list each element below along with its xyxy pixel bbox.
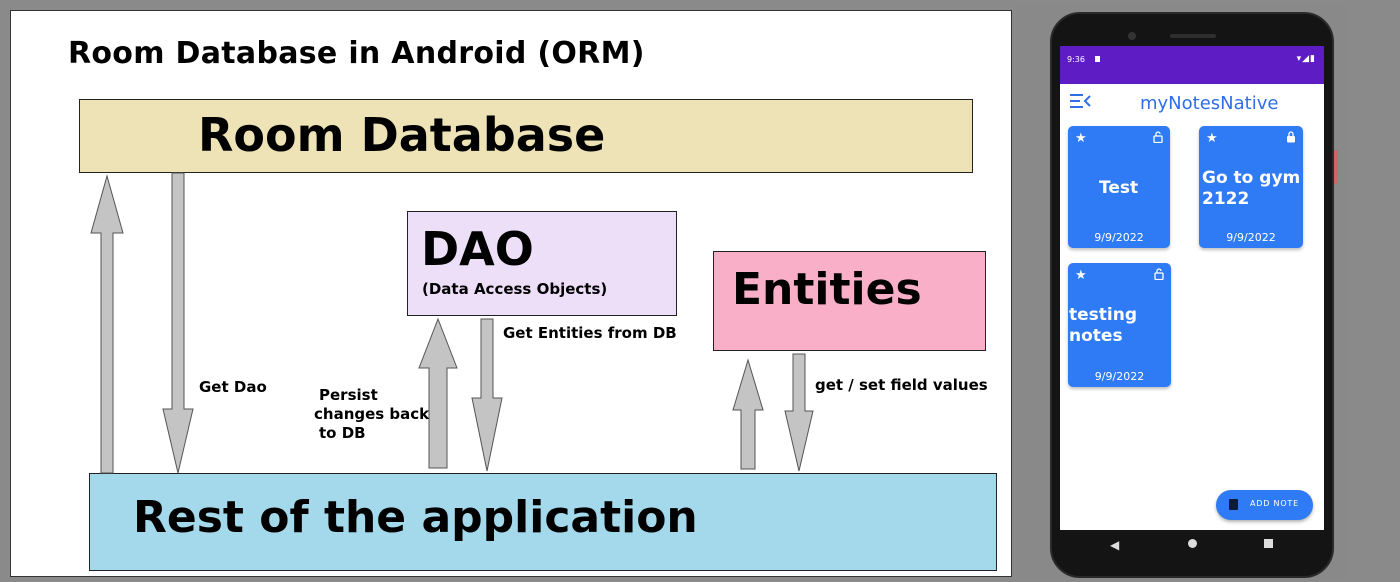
persist-label-line2: changes back <box>314 405 430 423</box>
star-icon[interactable]: ★ <box>1075 268 1087 283</box>
status-bar: 9:36 ▾◢▮ <box>1060 46 1324 84</box>
app-title: myNotesNative <box>1140 93 1279 114</box>
lock-icon[interactable] <box>1286 131 1296 143</box>
arrow-get-dao <box>162 172 194 474</box>
note-add-icon <box>1229 499 1238 510</box>
power-button[interactable] <box>1334 150 1338 184</box>
camera-icon <box>1128 32 1136 40</box>
lock-open-icon[interactable] <box>1154 268 1164 280</box>
dao-title: DAO <box>421 222 534 276</box>
arrow-persist <box>418 317 458 469</box>
note-date: 9/9/2022 <box>1094 370 1145 383</box>
get-entities-label: Get Entities from DB <box>503 324 677 342</box>
dao-box: DAO (Data Access Objects) <box>407 211 677 316</box>
rest-of-application-box: Rest of the application <box>89 473 997 571</box>
get-dao-label: Get Dao <box>199 378 267 396</box>
android-nav-bar: ◀ <box>1060 530 1324 560</box>
add-note-button[interactable]: ADD NOTE <box>1216 490 1313 520</box>
note-card[interactable]: ★ testing notes 9/9/2022 <box>1068 263 1171 387</box>
arrow-up-to-entities <box>732 358 764 470</box>
note-card[interactable]: ★ Test 9/9/2022 <box>1068 126 1170 248</box>
get-set-label: get / set field values <box>815 376 988 394</box>
note-card[interactable]: ★ Go to gym 2122 9/9/2022 <box>1199 126 1303 248</box>
note-date: 9/9/2022 <box>1094 231 1144 244</box>
entities-label: Entities <box>732 264 922 315</box>
note-title: testing notes <box>1069 305 1137 346</box>
note-title: Test <box>1099 178 1139 198</box>
star-icon[interactable]: ★ <box>1075 131 1087 146</box>
arrow-up-to-room <box>90 174 124 474</box>
diagram-slide: Room Database in Android (ORM) Room Data… <box>10 10 1012 577</box>
rest-of-application-label: Rest of the application <box>133 492 698 543</box>
persist-label-line3: to DB <box>319 424 366 442</box>
add-note-label: ADD NOTE <box>1250 499 1299 508</box>
room-database-box: Room Database <box>79 99 973 173</box>
arrow-get-set <box>784 353 814 472</box>
dao-subtitle: (Data Access Objects) <box>422 280 608 298</box>
menu-open-icon[interactable] <box>1070 93 1092 109</box>
slide-title: Room Database in Android (ORM) <box>68 36 645 71</box>
star-icon[interactable]: ★ <box>1206 131 1218 146</box>
app-bar: myNotesNative <box>1060 84 1324 120</box>
recents-icon[interactable] <box>1264 539 1273 548</box>
phone-screen: 9:36 ▾◢▮ myNotesNative ★ Test 9/9/2022 ★… <box>1060 46 1324 530</box>
lock-open-icon[interactable] <box>1153 131 1163 143</box>
speaker-grille <box>1170 34 1216 38</box>
status-time: 9:36 <box>1067 55 1085 64</box>
entities-box: Entities <box>713 251 986 351</box>
note-title: Go to gym 2122 <box>1202 168 1301 209</box>
back-icon[interactable]: ◀ <box>1110 538 1120 552</box>
home-icon[interactable] <box>1188 539 1197 548</box>
note-date: 9/9/2022 <box>1226 231 1276 244</box>
arrow-get-entities <box>471 318 503 472</box>
sim-icon <box>1095 56 1100 62</box>
persist-label-line1: Persist <box>319 386 378 404</box>
arrows-layer <box>90 172 814 474</box>
status-icons: ▾◢▮ <box>1296 54 1316 64</box>
room-database-label: Room Database <box>198 108 606 162</box>
